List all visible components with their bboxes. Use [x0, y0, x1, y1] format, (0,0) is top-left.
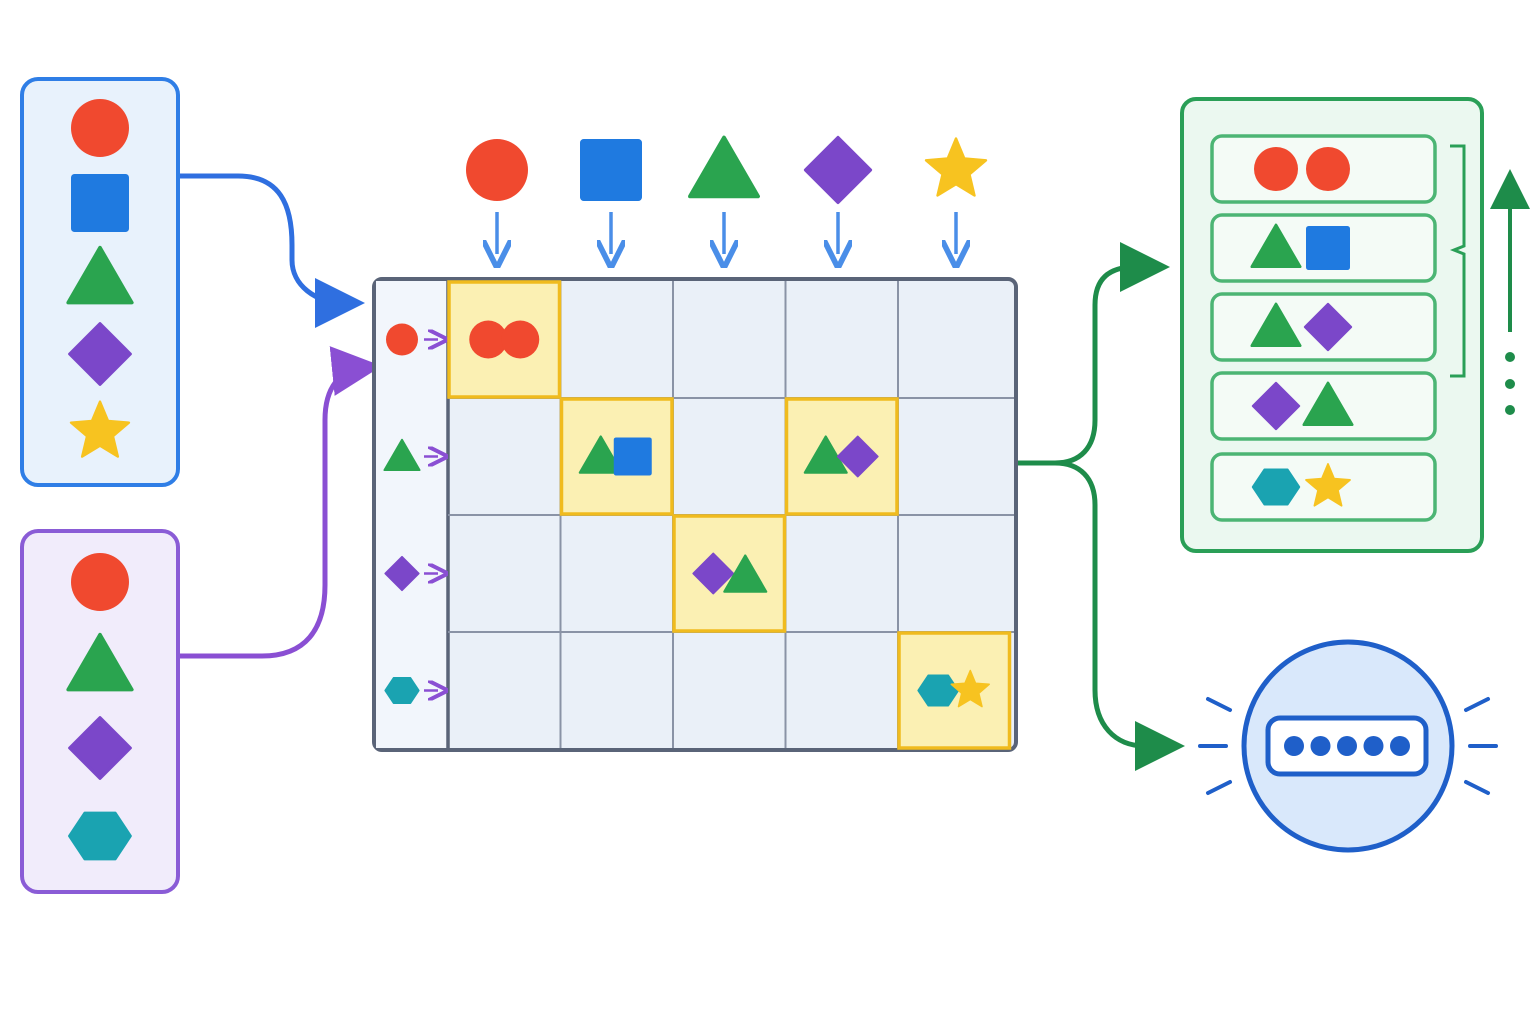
star-icon — [69, 400, 131, 458]
circle-icon — [386, 323, 418, 356]
more-ellipsis-icon — [1505, 352, 1515, 415]
diamond-icon — [692, 552, 735, 595]
matrix-column-headers — [466, 135, 988, 254]
triangle-icon — [1250, 223, 1302, 269]
triangle-icon — [383, 438, 421, 472]
triangle-icon — [688, 135, 760, 199]
diamond-icon — [836, 435, 879, 478]
square-icon — [580, 139, 642, 201]
square-icon — [71, 174, 129, 232]
password-dot — [1390, 736, 1410, 756]
password-dot — [1337, 736, 1357, 756]
password-dot — [1284, 736, 1304, 756]
list-a-to-matrix-arrow — [180, 173, 365, 328]
output-node — [1198, 639, 1498, 853]
matrix-to-results-arrow — [1018, 242, 1170, 466]
hexagon-icon — [68, 811, 132, 861]
row-header-column — [376, 281, 448, 748]
triangle-icon — [803, 435, 848, 474]
password-dots — [1284, 736, 1410, 756]
diamond-icon — [1303, 302, 1353, 352]
list-b-icons — [66, 553, 134, 861]
triangle-icon — [66, 632, 134, 692]
triangle-icon — [66, 245, 134, 305]
triangle-icon — [578, 435, 623, 474]
hexagon-icon — [384, 676, 420, 705]
diamond-icon — [384, 555, 420, 592]
results-list — [1210, 134, 1437, 522]
match-matrix — [372, 277, 1018, 752]
circle-icon — [1306, 147, 1350, 191]
list-b-panel — [20, 529, 180, 894]
results-bracket — [1449, 144, 1466, 378]
list-a-icons — [66, 99, 134, 458]
signal-lines — [1198, 697, 1498, 795]
list-b-to-matrix-arrow — [180, 346, 382, 659]
circle-icon — [469, 320, 508, 359]
hexagon-icon — [917, 674, 960, 707]
diamond-icon — [1251, 381, 1301, 431]
circle-icon — [466, 139, 528, 201]
triangle-icon — [1302, 381, 1354, 427]
matrix-to-output-arrow — [1054, 460, 1185, 771]
circle-icon — [1254, 147, 1298, 191]
hexagon-icon — [1251, 468, 1301, 506]
star-icon — [924, 137, 988, 197]
circle-icon — [501, 320, 540, 359]
star-icon — [1305, 463, 1351, 507]
diamond-icon — [68, 322, 132, 386]
triangle-icon — [723, 554, 768, 593]
triangle-icon — [1250, 302, 1302, 348]
circle-icon — [71, 99, 129, 157]
square-icon — [613, 437, 652, 476]
password-dot — [1363, 736, 1384, 756]
password-dot — [1310, 736, 1331, 756]
square-icon — [1306, 226, 1350, 270]
star-icon — [950, 669, 990, 708]
diamond-icon — [803, 135, 873, 205]
circle-icon — [71, 553, 129, 611]
diamond-icon — [68, 716, 132, 780]
